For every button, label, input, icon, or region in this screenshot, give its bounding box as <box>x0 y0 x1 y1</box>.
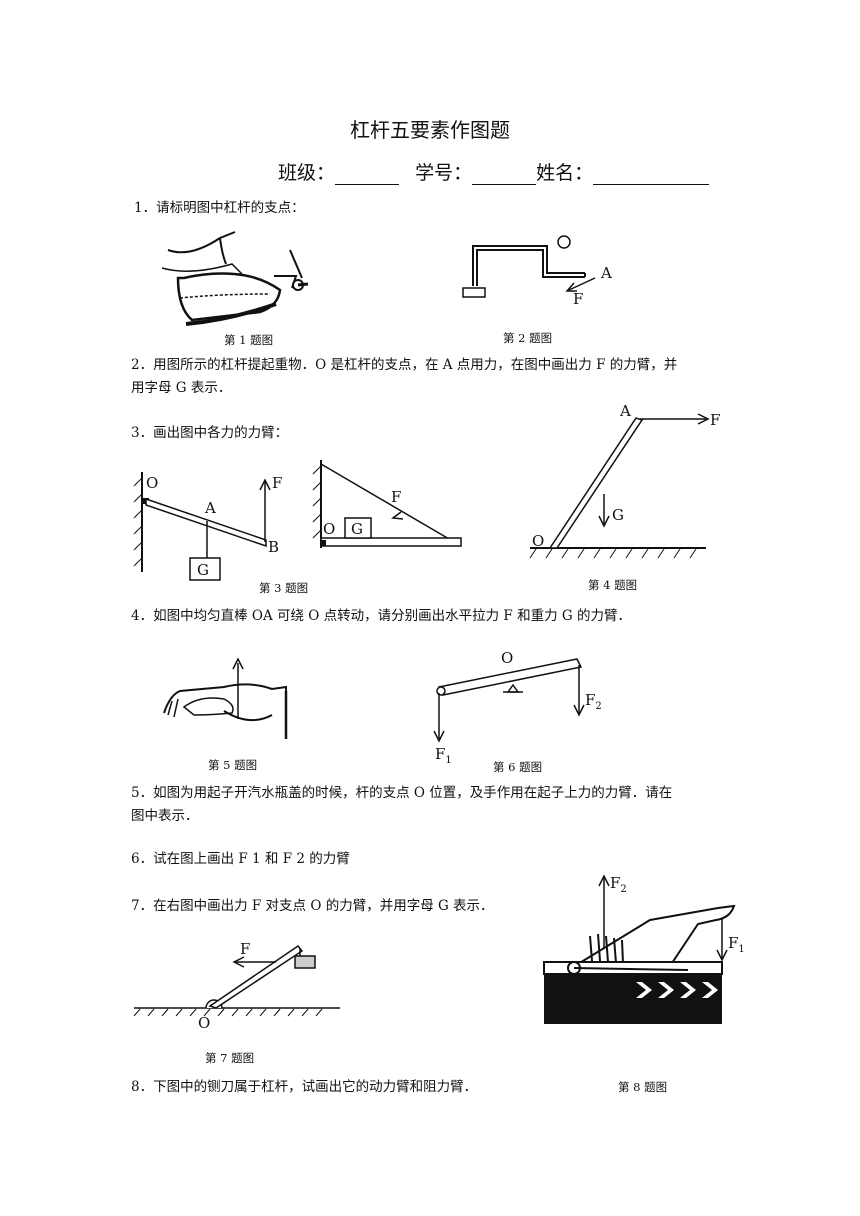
student-info-line: 班级： 学号： 姓名： <box>278 158 710 185</box>
fig3b-label-F: F <box>391 488 401 506</box>
caption-fig1: 第 1 题图 <box>224 333 274 347</box>
fig2-label-F: F <box>573 290 583 308</box>
number-blank[interactable] <box>472 164 537 185</box>
question-2-line1: 2．用图所示的杠杆提起重物．O 是杠杆的支点，在 A 点用力，在图中画出力 F … <box>131 357 678 373</box>
fig3-label-F: F <box>272 474 282 492</box>
class-blank[interactable] <box>335 164 400 185</box>
question-4: 4．如图中均匀直棒 OA 可绕 O 点转动，请分别画出水平拉力 F 和重力 G … <box>131 608 631 624</box>
caption-fig3: 第 3 题图 <box>259 581 309 595</box>
caption-fig6: 第 6 题图 <box>493 760 543 774</box>
fig3b-label-G: G <box>351 520 363 538</box>
figure-1-foot-pedal <box>161 231 309 326</box>
caption-fig7: 第 7 题图 <box>205 1051 255 1065</box>
caption-fig4: 第 4 题图 <box>588 578 638 592</box>
caption-fig8: 第 8 题图 <box>618 1080 668 1094</box>
name-label: 姓名： <box>536 162 594 184</box>
fig6-label-F2: F2 <box>585 691 602 712</box>
name-blank[interactable] <box>593 164 710 185</box>
fig8-label-F2: F2 <box>610 874 627 895</box>
fig3-label-O: O <box>146 474 158 492</box>
fig8-label-F1: F1 <box>728 934 745 955</box>
fig4-label-A: A <box>619 402 631 420</box>
question-6: 6．试在图上画出 F 1 和 F 2 的力臂 <box>131 851 350 867</box>
caption-fig5: 第 5 题图 <box>208 758 258 772</box>
class-label: 班级： <box>278 162 336 184</box>
fig3-label-A: A <box>204 499 216 517</box>
fig3-label-B: B <box>268 538 279 556</box>
question-7: 7．在右图中画出力 F 对支点 O 的力臂，并用字母 G 表示． <box>131 898 494 914</box>
figure-3-left-lever: O A G F B <box>133 472 282 581</box>
caption-fig2: 第 2 题图 <box>503 331 553 345</box>
fig4-label-F: F <box>710 411 720 429</box>
fig7-label-F: F <box>240 940 250 958</box>
question-8: 8．下图中的铡刀属于杠杆，试画出它的动力臂和阻力臂． <box>131 1079 478 1095</box>
fig4-label-G: G <box>612 506 624 524</box>
fig2-label-A: A <box>600 264 612 282</box>
question-5-line2: 图中表示． <box>131 808 199 824</box>
question-5-line1: 5．如图为用起子开汽水瓶盖的时候，杆的支点 O 位置，及手作用在起子上力的力臂．… <box>131 785 673 801</box>
page-title: 杠杆五要素作图题 <box>350 118 510 142</box>
fig3-label-G: G <box>197 561 209 579</box>
question-3: 3．画出图中各力的力臂： <box>131 425 289 441</box>
fig6-label-F1: F1 <box>435 745 452 766</box>
figure-7-lever: O F <box>133 940 340 1032</box>
question-2-line2: 用字母 G 表示． <box>131 380 232 396</box>
figure-6-lever: O F1 F2 <box>433 649 602 766</box>
figure-5-hand-opener <box>163 657 288 739</box>
figure-8-cutter: F2 F1 <box>543 874 745 1024</box>
figure-4-rod: O A F G <box>529 402 720 559</box>
fig7-label-O: O <box>198 1014 210 1032</box>
question-1: 1．请标明图中杠杆的支点： <box>134 200 305 216</box>
figure-3-right-lever: O G F <box>312 460 462 548</box>
fig3b-label-O: O <box>323 520 335 538</box>
fig6-label-O: O <box>501 649 513 667</box>
fig4-label-O: O <box>532 532 544 550</box>
figure-2-lever: A F <box>462 235 612 308</box>
number-label: 学号： <box>415 162 473 184</box>
